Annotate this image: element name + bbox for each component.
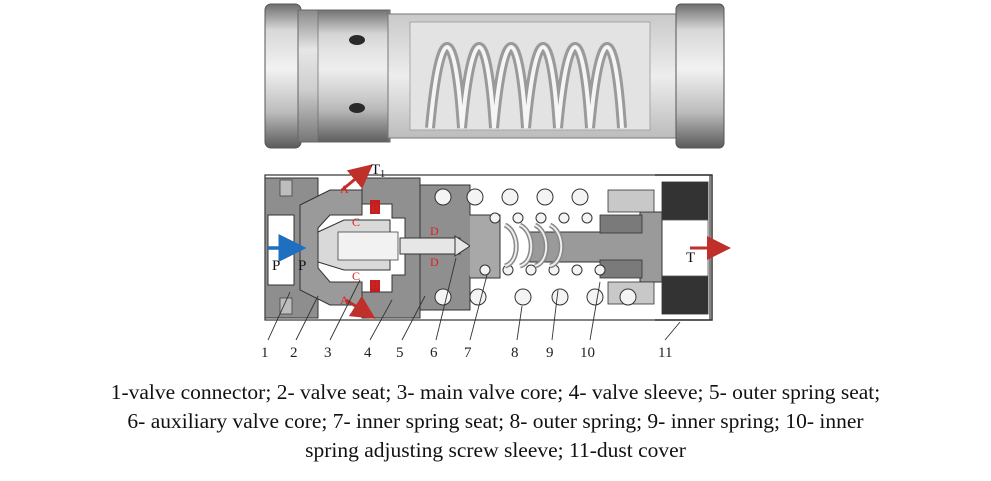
mark-a-lower: A [340, 293, 349, 307]
part-number-7: 7 [464, 345, 472, 361]
port-t: T [686, 250, 695, 266]
caption-line-3: spring adjusting screw sleeve; 11-dust c… [305, 438, 686, 462]
caption-line-2: 6- auxiliary valve core; 7- inner spring… [127, 409, 864, 433]
caption-line-1: 1-valve connector; 2- valve seat; 3- mai… [110, 380, 881, 404]
leader-lines [267, 257, 681, 341]
mark-d-lower: D [430, 255, 439, 269]
outer-spring-section-icon [434, 188, 637, 306]
port-p-inner: P [298, 258, 306, 274]
mark-c-upper: C [352, 215, 360, 229]
mark-c-lower: C [352, 269, 360, 283]
valve-3d-render [264, 3, 725, 149]
part-number-10: 10 [580, 345, 595, 361]
mark-b-upper: B [371, 201, 379, 215]
part-number-1: 1 [261, 345, 269, 361]
port-t1: T1 [371, 162, 385, 180]
spring-render-icon [425, 42, 627, 129]
part-number-6: 6 [430, 345, 438, 361]
figure-caption: 1-valve connector; 2- valve seat; 3- mai… [0, 378, 991, 465]
part-number-11: 11 [658, 345, 672, 361]
part-number-9: 9 [546, 345, 554, 361]
port-p-outer: P [272, 258, 280, 274]
mark-a-upper: A [340, 182, 349, 196]
lower-flow-arrow [345, 295, 376, 319]
mark-d-upper: D [430, 224, 439, 238]
part-number-4: 4 [364, 345, 372, 361]
t1-flow-arrow [341, 164, 373, 192]
part-number-3: 3 [324, 345, 332, 361]
part-number-8: 8 [511, 345, 519, 361]
part-number-5: 5 [396, 345, 404, 361]
mark-b-lower: B [371, 277, 379, 291]
valve-cross-section: A A B B C C D D P P T T1 1 2 3 4 [261, 162, 731, 361]
part-number-2: 2 [290, 345, 298, 361]
inner-spring-section-icon [479, 212, 606, 276]
